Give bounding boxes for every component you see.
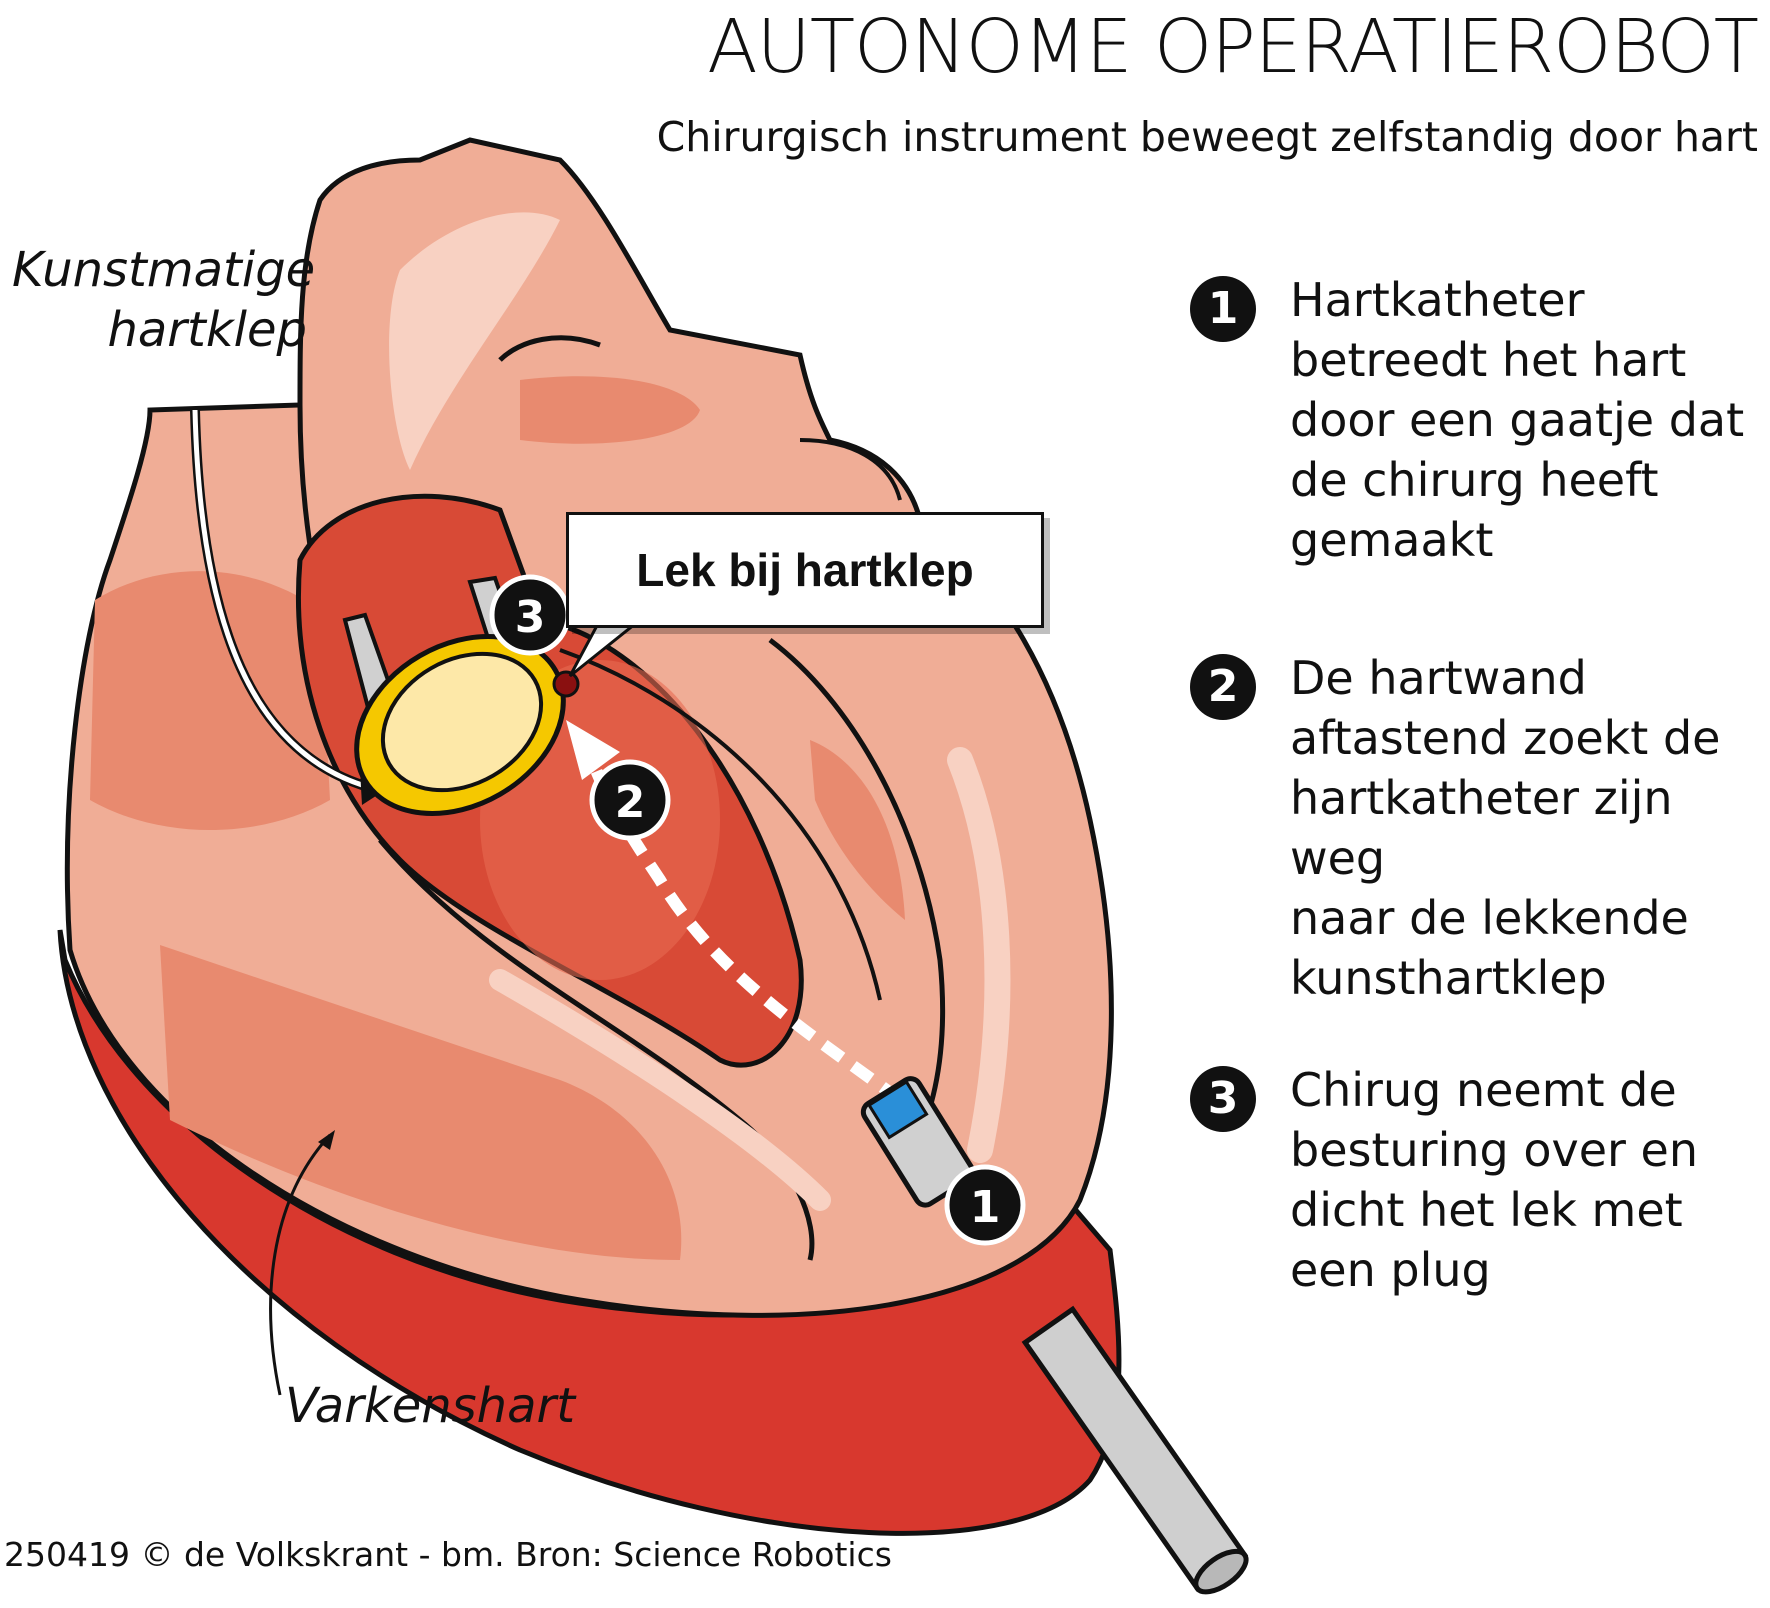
valve-pointer-line [192,409,381,793]
step-number-badge: 2 [1190,654,1256,720]
diagram-marker-3-label: 3 [515,592,546,643]
vessel-line [498,335,601,362]
catheter-path-arrowhead [566,720,620,780]
diagram-marker-3: 3 [489,574,571,656]
step-number-badge: 1 [1190,276,1256,342]
diagram-marker-1-label: 1 [970,1182,1001,1233]
heart-label-pointer [269,1133,332,1396]
artificial-valve-inner [380,651,544,793]
source-credit: 250419 © de Volkskrant - bm. Bron: Scien… [4,1535,892,1574]
vessel-line [799,438,902,501]
page-title: AUTONOME OPERATIEROBOT [707,4,1759,90]
inner-highlight [947,747,1011,1163]
pig-heart-label: Varkenshart [285,1378,576,1434]
heart-label-arrowhead [318,1130,335,1150]
inner-wall [378,838,815,1261]
page-subtitle: Chirurgisch instrument beweegt zelfstand… [656,113,1758,161]
artificial-valve-label: Kunstmatige hartklep [12,242,316,358]
diagram-marker-2: 2 [589,759,671,841]
step-number-badge: 3 [1190,1066,1256,1132]
step-description: Hartkatheter betreedt het hart door een … [1290,273,1745,567]
muscle-patch [160,945,682,1260]
muscle-patch [520,376,700,444]
step-description: Chirug neemt de besturing over en dicht … [1290,1063,1698,1297]
leak-callout: Lek bij hartklep [566,512,1044,628]
catheter-tube [1021,1305,1249,1595]
step-description: De hartwand aftastend zoekt de hartkathe… [1290,651,1721,1005]
muscle-patch [90,571,330,830]
diagram-marker-2-label: 2 [615,777,646,828]
inner-wall [559,648,882,1001]
aorta-highlight [389,212,560,470]
leak-point [552,670,580,698]
diagram-marker-1: 1 [944,1164,1026,1246]
inner-highlight [489,969,831,1211]
muscle-patch [810,740,905,920]
